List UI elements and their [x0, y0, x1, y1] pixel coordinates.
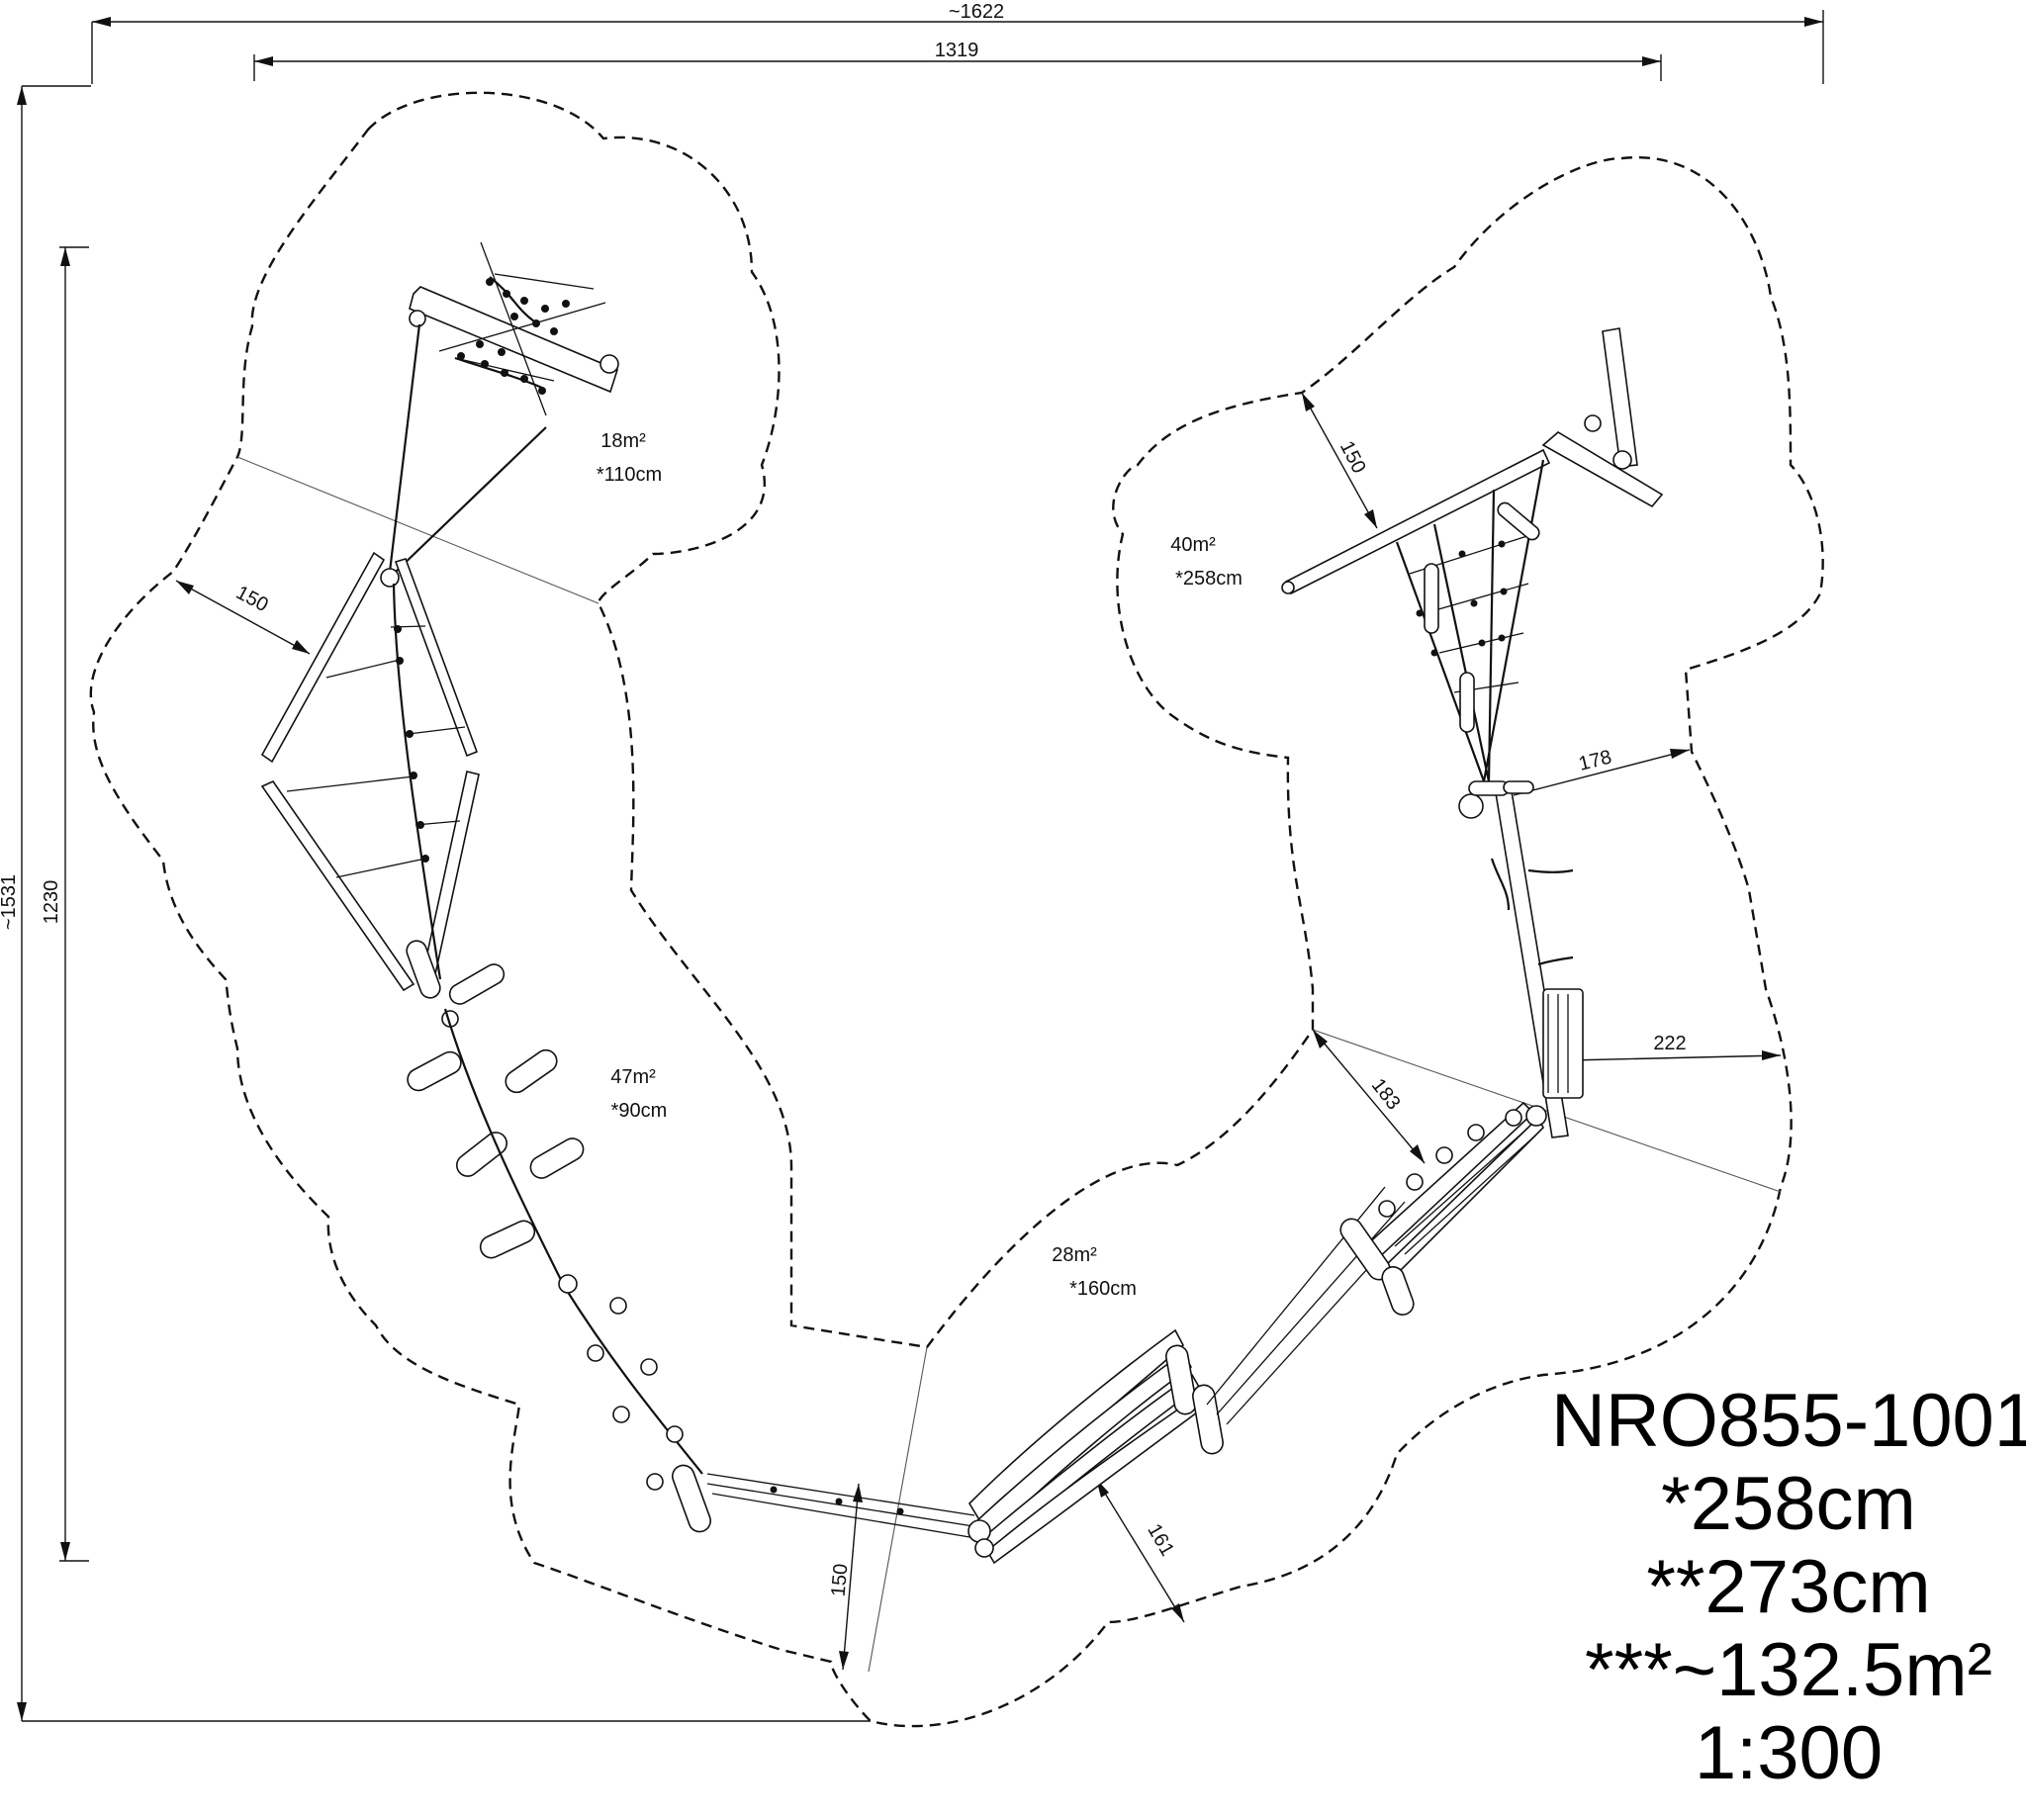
- safety-distance-178: 178: [1513, 746, 1691, 796]
- inner-width-dimension: 1319: [253, 40, 1662, 81]
- safety-distance-161: 161: [1095, 1478, 1185, 1623]
- drawing-scale: 1:300: [1694, 1711, 1884, 1795]
- max-fall-height: *258cm: [1661, 1462, 1916, 1546]
- svg-text:222: 222: [1653, 1033, 1686, 1054]
- overall-width-label: ~1622: [949, 1, 1004, 23]
- lower-right-angled-frame: [1339, 1101, 1547, 1316]
- left-ladder-frame: [260, 551, 506, 1028]
- svg-text:*90cm: *90cm: [611, 1100, 668, 1122]
- safety-distance-222: 222: [1569, 1033, 1782, 1061]
- safety-distance-left-upper: 150: [175, 580, 311, 655]
- svg-text:150: 150: [232, 582, 272, 616]
- stepping-logs: [407, 1048, 585, 1259]
- svg-text:*110cm: *110cm: [597, 464, 662, 486]
- safety-distance-bottom-left: 150: [828, 1483, 863, 1671]
- svg-text:*160cm: *160cm: [1069, 1278, 1137, 1300]
- lower-left-rope-line: [443, 1008, 982, 1540]
- overall-height-label: ~1531: [0, 874, 20, 930]
- svg-text:150: 150: [1335, 437, 1370, 477]
- right-post-with-chains: [1490, 790, 1584, 1138]
- svg-text:161: 161: [1143, 1520, 1178, 1560]
- product-code: NRO855-1001: [1551, 1379, 2026, 1463]
- climbing-holds: [1378, 1109, 1522, 1218]
- safety-area-outline: [89, 91, 1824, 1728]
- svg-text:18m²: 18m²: [600, 430, 646, 452]
- zone-label-18: 18m² *110cm: [597, 430, 662, 486]
- svg-text:47m²: 47m²: [610, 1066, 656, 1088]
- svg-text:*258cm: *258cm: [1175, 568, 1243, 590]
- product-legend: NRO855-1001 *258cm **273cm ***~132.5m² 1…: [1551, 1380, 2026, 1795]
- total-height: **273cm: [1646, 1545, 1931, 1629]
- zone-label-28: 28m² *160cm: [1052, 1244, 1137, 1300]
- inner-width-label: 1319: [935, 40, 979, 61]
- svg-text:28m²: 28m²: [1052, 1244, 1097, 1266]
- inner-height-label: 1230: [41, 880, 62, 925]
- zone-label-40: 40m² *258cm: [1170, 534, 1243, 590]
- safety-distance-right-upper: 150: [1301, 392, 1378, 529]
- zone-label-47: 47m² *90cm: [610, 1066, 667, 1122]
- safety-area-total: ***~132.5m²: [1585, 1628, 1992, 1712]
- top-right-net-frame: [1281, 327, 1664, 819]
- svg-text:183: 183: [1367, 1074, 1405, 1114]
- svg-text:150: 150: [828, 1563, 853, 1597]
- overall-width-dimension: ~1622: [91, 1, 1824, 84]
- safety-distance-183: 183: [1312, 1029, 1426, 1164]
- overall-height-dimension: ~1531: [0, 85, 871, 1722]
- svg-text:40m²: 40m²: [1170, 534, 1216, 556]
- top-left-net-frame: [380, 241, 619, 588]
- inner-height-dimension: 1230: [41, 246, 89, 1562]
